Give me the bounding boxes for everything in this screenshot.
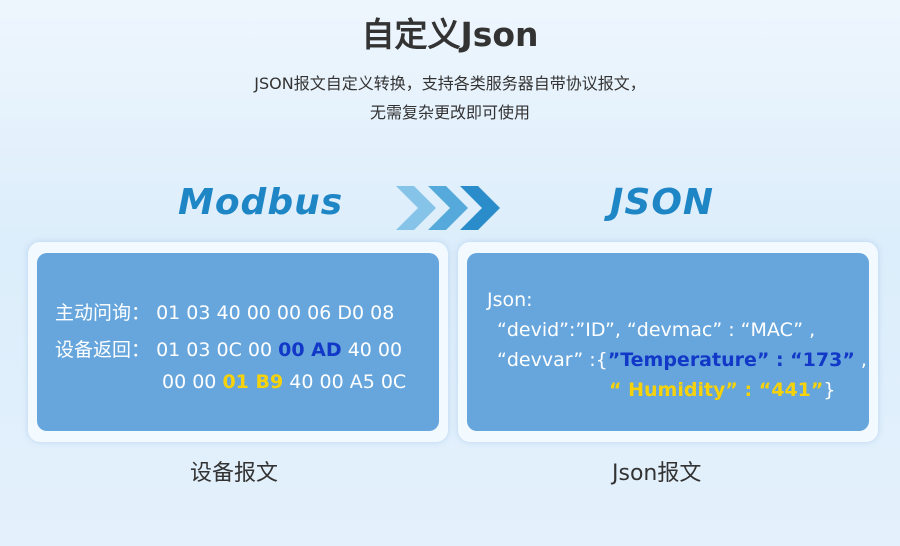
modbus-caption: 设备报文 (190, 461, 279, 486)
reply-hex: 40 00 (347, 339, 403, 361)
reply-hex: 01 03 0C 00 (156, 339, 273, 361)
json-humidity: “ Humidity” : “441” (609, 379, 824, 401)
json-brace: } (823, 379, 836, 401)
query-label: 主动问询： (55, 302, 151, 324)
subtitle-line-1: JSON报文自定义转换，支持各类服务器自带协议报文， (254, 74, 646, 93)
triple-chevron-right-icon (396, 186, 500, 230)
json-line: “devid”:”ID”, “devmac” : “MAC” , (497, 319, 816, 341)
modbus-panel: 主动问询： 01 03 40 00 00 06 D0 08 设备返回： 01 0… (28, 242, 448, 442)
temperature-hex: 00 AD (278, 339, 342, 361)
json-temperature: ”Temperature” : “173” (607, 349, 855, 371)
page-title: 自定义Json (361, 15, 539, 54)
humidity-hex: 01 B9 (222, 371, 284, 393)
subtitle-line-2: 无需复杂更改即可使用 (369, 103, 530, 122)
json-devvar: “devvar” :{ (497, 349, 608, 371)
reply-label: 设备返回： (55, 339, 151, 361)
json-line: Json: (487, 289, 533, 311)
modbus-label: Modbus (178, 182, 344, 223)
json-comma: , (854, 349, 867, 371)
reply-hex: 00 00 (162, 371, 217, 393)
query-hex: 01 03 40 00 00 06 D0 08 (156, 302, 395, 324)
json-caption: Json报文 (612, 461, 702, 486)
reply-hex: 40 00 A5 0C (289, 371, 407, 393)
json-panel: Json: “devid”:”ID”, “devmac” : “MAC” , “… (458, 242, 878, 442)
json-label: JSON (610, 182, 715, 223)
